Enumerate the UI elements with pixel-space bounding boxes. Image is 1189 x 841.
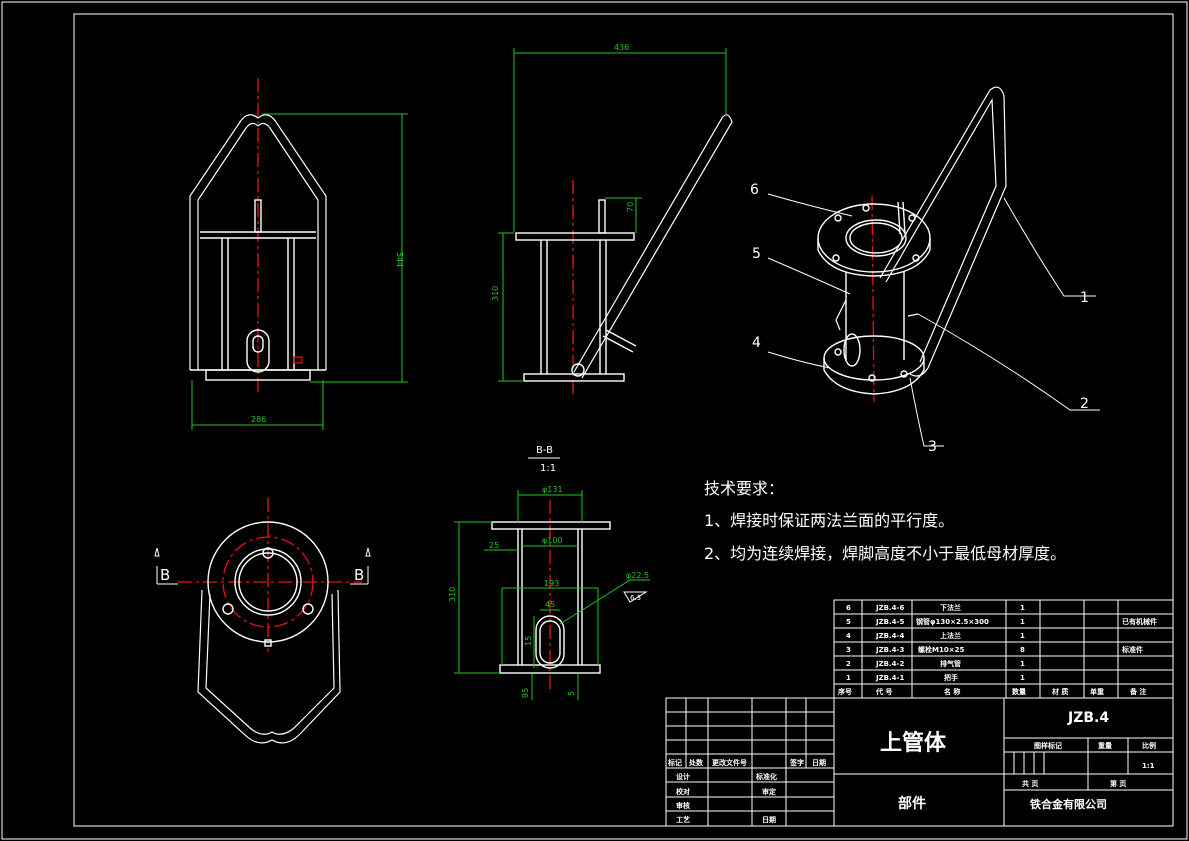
dim-sec-193: 193 [544,579,559,588]
dim-sec-25: 25 [489,541,499,550]
dim-sec-5: 5 [567,691,576,696]
role-standard: 标准化 [755,772,777,781]
dim-width-front: 286 [251,415,266,424]
front-view: 286 544 [189,78,408,430]
rev-header-mark: 标记 [667,758,682,767]
stage-label: 图样标记 [1034,741,1062,750]
bom-code: JZB.4-1 [875,674,904,682]
bom-header-note: 备 注 [1129,687,1146,696]
bom-no: 2 [846,660,851,668]
bom-note: 标准件 [1121,645,1143,654]
dim-sec-inner: φ100 [542,536,563,545]
bom-qty: 1 [1020,618,1025,626]
top-view: B B [154,498,371,744]
tech-req-item-1: 1、焊接时保证两法兰面的平行度。 [704,511,954,530]
bom-header-code: 代 号 [875,687,892,696]
balloon-3: 3 [928,439,937,455]
dim-sec-15: 15 [524,636,533,646]
rev-header-count: 处数 [688,758,704,767]
dim-sec-45: 45 [545,600,555,609]
dim-pipe-70: 70 [626,202,635,212]
sheet-no: 第 页 [1110,779,1126,788]
bom-name: 下法兰 [940,603,961,612]
company-name: 铁合金有限公司 [1030,797,1107,811]
rev-header-doc: 更改文件号 [712,758,747,767]
isometric-view: 6 5 4 1 2 3 [750,86,1100,455]
bom-code: JZB.4-5 [875,618,904,626]
balloon-1: 1 [1080,290,1089,306]
tech-req-title: 技术要求： [704,479,784,498]
part-category: 部件 [898,795,926,812]
balloon-4: 4 [752,335,761,351]
role-approve: 审定 [762,787,776,796]
section-marker-right: B [354,566,364,584]
bom-qty: 1 [1020,660,1025,668]
dim-width-top: 436 [614,43,629,52]
bom-header-weight: 单重 [1090,687,1104,696]
bom-qty: 8 [1020,646,1025,654]
bom-name: 排气管 [940,659,961,668]
balloon-6: 6 [750,182,759,198]
part-name: 上管体 [880,730,947,756]
weight-label: 重量 [1098,741,1112,750]
bom-code: JZB.4-4 [875,632,904,640]
dim-sec-95: 95 [521,688,530,698]
bom-no: 4 [846,632,851,640]
section-label: B-B [536,445,553,456]
role-date: 日期 [762,815,776,824]
bom-header-qty: 数量 [1012,687,1026,696]
bom-name: 把手 [944,673,958,682]
weld-size: φ22.5 [626,571,649,580]
balloon-5: 5 [752,246,761,262]
rev-header-date: 日期 [812,758,826,767]
dim-height-side: 544 [395,252,404,267]
drawing-number: JZB.4 [1067,710,1109,726]
section-scale: 1:1 [540,463,556,474]
bom-table: 6 JZB.4-6 下法兰 1 5 JZB.4-5 钢管φ130×2.5×300… [833,599,1174,699]
balloon-2: 2 [1080,396,1089,412]
bom-name: 螺栓M10×25 [918,645,964,654]
bom-no: 1 [846,674,851,682]
inner-border [73,13,1174,827]
title-block: 标记 处数 更改文件号 签字 日期 设计 校对 审核 工艺 标准化 审定 日期 … [665,697,1174,827]
role-design: 设计 [676,772,690,781]
side-view: 436 310 70 [491,43,733,394]
bom-code: JZB.4-3 [875,646,904,654]
role-process: 工艺 [676,815,690,824]
sheet-total: 共 页 [1022,779,1038,788]
role-review: 审核 [676,801,690,810]
bom-no: 5 [846,618,851,626]
role-check: 校对 [676,787,690,796]
dim-sec-outer: φ131 [542,485,563,494]
bom-name: 钢管φ130×2.5×300 [916,617,989,626]
rev-header-sign: 签字 [789,758,804,767]
bom-note: 已有机械件 [1122,617,1157,626]
bom-code: JZB.4-6 [875,604,904,612]
dim-height-mid: 310 [491,286,500,301]
bom-qty: 1 [1020,674,1025,682]
bom-qty: 1 [1020,604,1025,612]
bom-header-no: 序号 [837,687,852,696]
bom-no: 3 [846,646,851,654]
weld-symbol: 6.3 [630,594,641,602]
tech-req-item-2: 2、均为连续焊接，焊脚高度不小于最低母材厚度。 [704,544,1066,563]
scale-value: 1:1 [1142,762,1155,770]
section-bb-view: B-B 1:1 φ131 φ100 25 310 193 45 15 95 [448,445,650,700]
dim-sec-height: 310 [448,587,457,602]
bom-no: 6 [846,604,851,612]
scale-label: 比例 [1142,741,1156,750]
bom-code: JZB.4-2 [875,660,904,668]
bom-name: 上法兰 [940,631,961,640]
bom-qty: 1 [1020,632,1025,640]
section-marker-left: B [160,566,170,584]
bom-header-name: 名 称 [944,687,960,696]
bom-header-material: 材 质 [1051,687,1068,696]
